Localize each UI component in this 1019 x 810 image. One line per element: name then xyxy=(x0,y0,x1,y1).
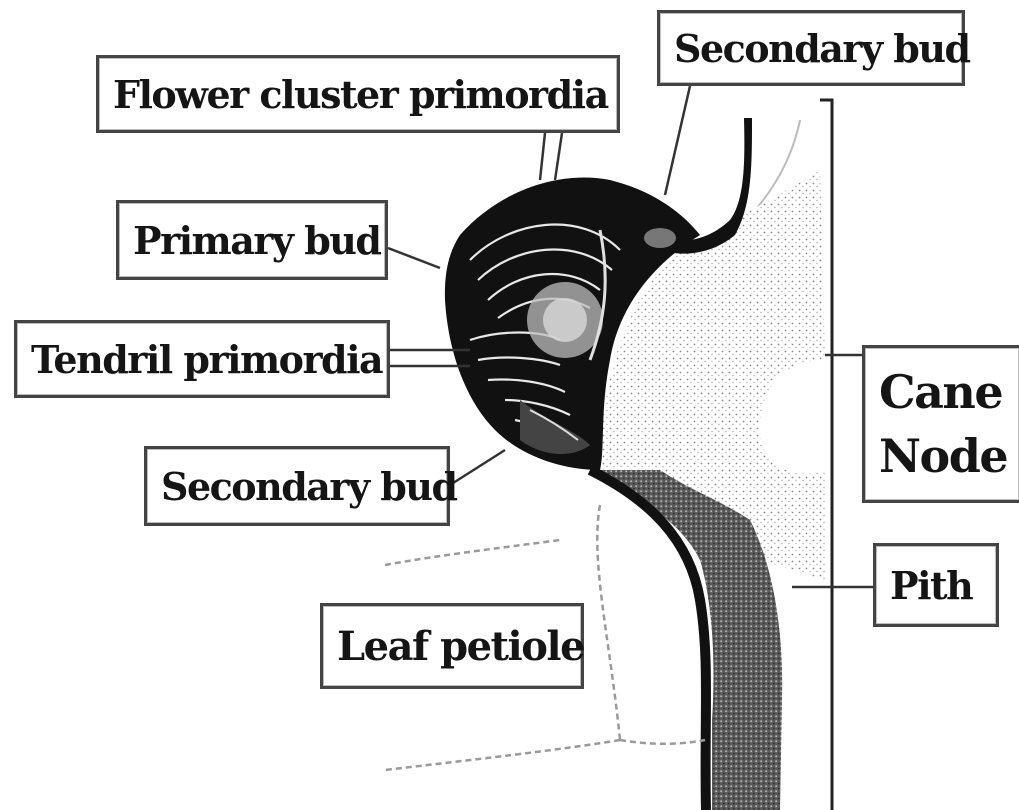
label-tendril-primordia: Tendril primordia xyxy=(14,320,390,398)
label-flower-cluster-primordia: Flower cluster primordia xyxy=(96,55,620,133)
label-secondary-bud-lower: Secondary bud xyxy=(144,446,450,526)
label-cane-node: Cane Node xyxy=(862,345,1019,503)
label-cane-node-line1: Cane xyxy=(879,360,1002,424)
cane-outline xyxy=(820,100,832,810)
label-leaf-petiole: Leaf petiole xyxy=(320,603,584,689)
label-primary-bud: Primary bud xyxy=(116,200,388,280)
label-pith: Pith xyxy=(873,543,999,627)
label-secondary-bud-top: Secondary bud xyxy=(657,10,965,86)
label-cane-node-line2: Node xyxy=(879,424,1007,488)
